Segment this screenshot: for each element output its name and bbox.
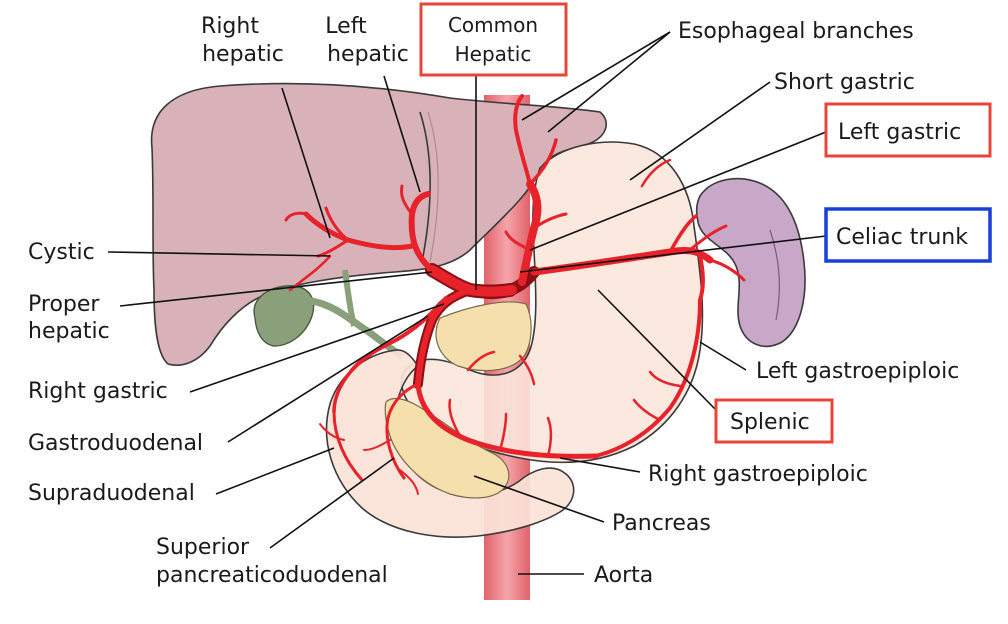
label-short-gastric: Short gastric bbox=[774, 70, 915, 95]
label-superior-pancreaticoduodenal-line1: Superior bbox=[156, 535, 250, 560]
label-right-hepatic-line1: Right bbox=[201, 14, 259, 39]
label-esophageal-branches: Esophageal branches bbox=[678, 19, 914, 44]
labels: Right hepatic Left hepatic Common Hepati… bbox=[28, 13, 968, 588]
celiac-trunk-highlight bbox=[824, 207, 992, 263]
splenic-highlight bbox=[714, 398, 834, 444]
pancreas-organ bbox=[384, 301, 532, 499]
label-right-gastric: Right gastric bbox=[28, 379, 168, 404]
label-proper-hepatic-line2: hepatic bbox=[28, 319, 110, 344]
label-proper-hepatic-line1: Proper bbox=[28, 292, 100, 317]
highlight-boxes bbox=[419, 2, 992, 444]
stomach bbox=[400, 141, 704, 464]
label-common-hepatic-line2: Hepatic bbox=[455, 42, 532, 66]
label-common-hepatic-line1: Common bbox=[448, 13, 538, 37]
label-superior-pancreaticoduodenal-line2: pancreaticoduodenal bbox=[156, 563, 388, 588]
label-aorta: Aorta bbox=[594, 563, 653, 588]
label-left-gastroepiploic: Left gastroepiploic bbox=[756, 359, 959, 384]
label-right-hepatic-line2: hepatic bbox=[202, 42, 284, 67]
label-left-hepatic-line1: Left bbox=[325, 14, 367, 39]
label-celiac-trunk: Celiac trunk bbox=[836, 225, 968, 250]
leader-lines bbox=[107, 31, 827, 575]
label-pancreas: Pancreas bbox=[612, 511, 711, 536]
label-left-gastric: Left gastric bbox=[838, 120, 961, 145]
label-gastroduodenal: Gastroduodenal bbox=[28, 431, 203, 456]
gallbladder bbox=[253, 269, 404, 360]
label-left-hepatic-line2: hepatic bbox=[327, 42, 409, 67]
label-cystic: Cystic bbox=[28, 240, 95, 265]
label-splenic: Splenic bbox=[730, 410, 810, 435]
left-gastric-highlight bbox=[824, 102, 992, 158]
arterial-tree bbox=[284, 94, 746, 495]
label-supraduodenal: Supraduodenal bbox=[28, 481, 195, 506]
liver bbox=[150, 82, 608, 366]
common-hepatic-highlight bbox=[419, 2, 568, 77]
spleen bbox=[695, 177, 806, 348]
label-right-gastroepiploic: Right gastroepiploic bbox=[648, 462, 868, 487]
